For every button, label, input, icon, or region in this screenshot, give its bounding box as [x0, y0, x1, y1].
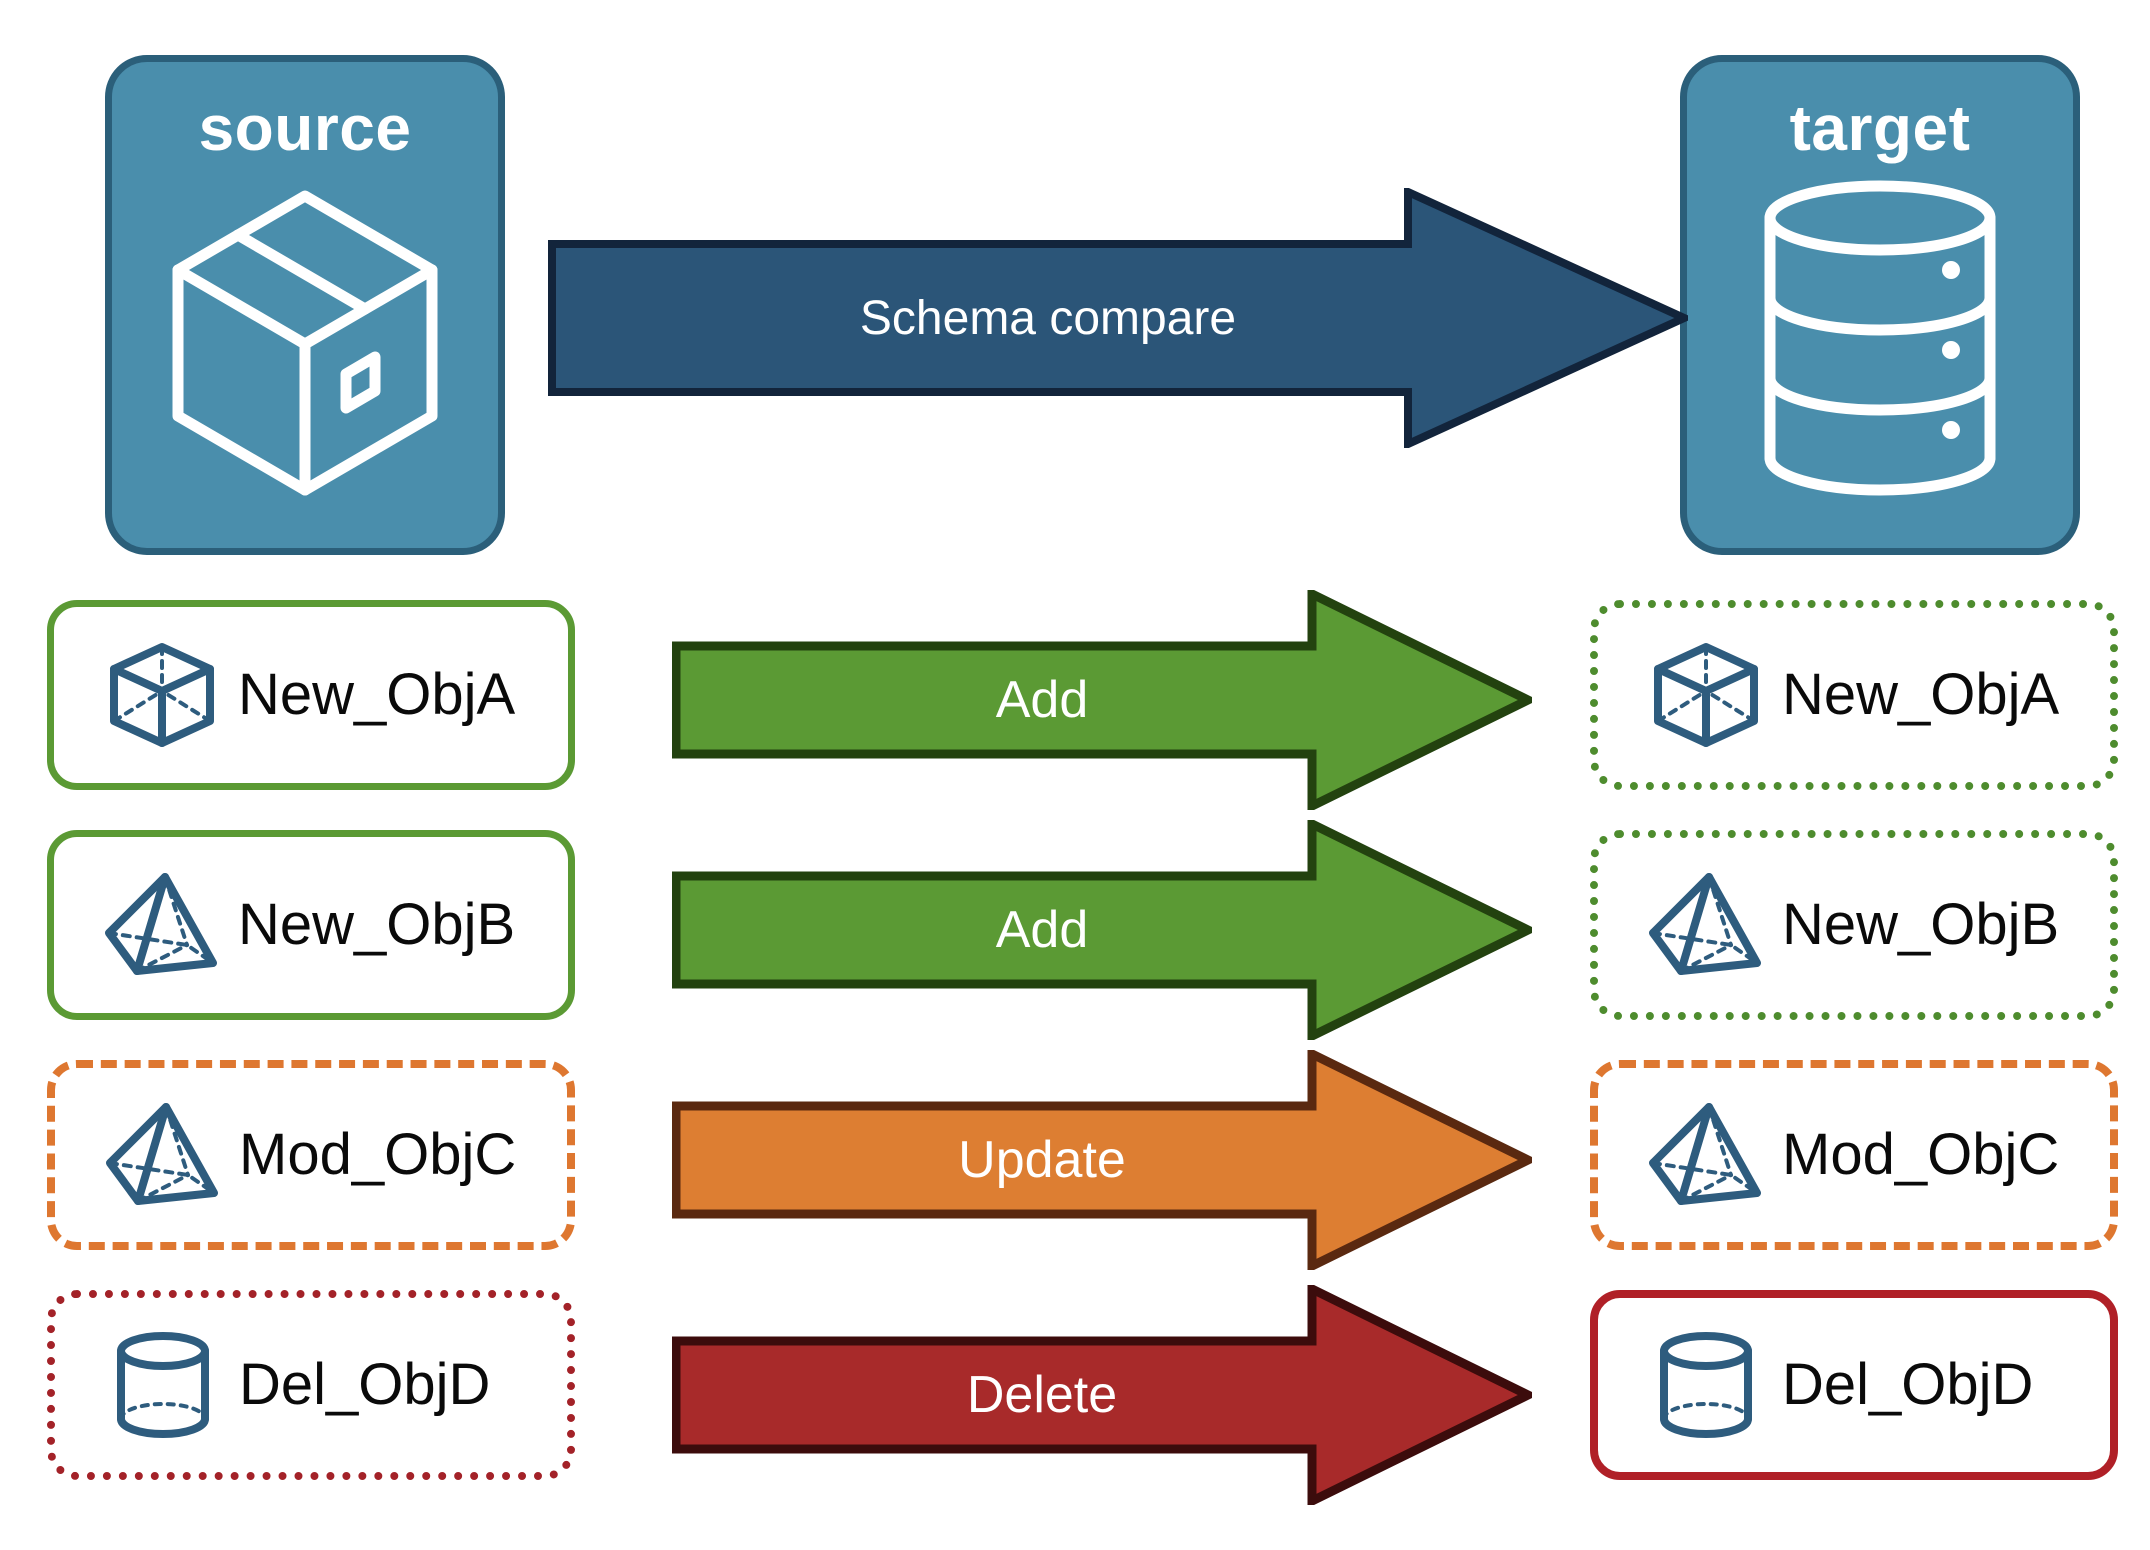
compare-row: Del_ObjD Delete Del_ObjD	[0, 1281, 2150, 1509]
target-object-box[interactable]: Del_ObjD	[1590, 1290, 2118, 1480]
target-object-label: Mod_ObjC	[1782, 1122, 2060, 1187]
target-object-label: New_ObjB	[1782, 892, 2060, 957]
wireframe-pyramid-icon	[1646, 1100, 1766, 1210]
action-arrow-add: Add	[671, 586, 1539, 814]
action-arrow-update: Update	[671, 1046, 1539, 1274]
endpoint-panel-target: target	[1680, 55, 2080, 555]
schema-compare-arrow: Schema compare	[548, 185, 1694, 451]
wireframe-cylinder-icon	[1646, 1330, 1766, 1440]
wireframe-cylinder-icon	[103, 1330, 223, 1440]
endpoint-title-target: target	[1789, 92, 1971, 164]
source-object-box[interactable]: Mod_ObjC	[47, 1060, 575, 1250]
target-object-box[interactable]: Mod_ObjC	[1590, 1060, 2118, 1250]
wireframe-pyramid-icon	[102, 870, 222, 980]
source-object-label: New_ObjB	[238, 892, 516, 957]
wireframe-pyramid-icon	[103, 1100, 223, 1210]
target-object-label: Del_ObjD	[1782, 1352, 2034, 1417]
action-arrow-delete: Delete	[671, 1281, 1539, 1509]
wireframe-cube-icon	[102, 640, 222, 750]
source-object-box[interactable]: New_ObjA	[47, 600, 575, 790]
action-arrow-add: Add	[671, 816, 1539, 1044]
package-box-icon	[155, 178, 455, 498]
compare-row: New_ObjA Add New_	[0, 586, 2150, 814]
endpoint-title-source: source	[198, 92, 412, 164]
target-object-box[interactable]: New_ObjA	[1590, 600, 2118, 790]
source-object-label: Del_ObjD	[239, 1352, 491, 1417]
source-object-box[interactable]: Del_ObjD	[47, 1290, 575, 1480]
wireframe-cube-icon	[1646, 640, 1766, 750]
compare-row: Mod_ObjC Update Mod_ObjC	[0, 1046, 2150, 1274]
endpoint-panel-source: source	[105, 55, 505, 555]
target-object-box[interactable]: New_ObjB	[1590, 830, 2118, 1020]
compare-row: New_ObjB Add New_ObjB	[0, 816, 2150, 1044]
source-object-label: New_ObjA	[238, 662, 516, 727]
wireframe-pyramid-icon	[1646, 870, 1766, 980]
source-object-label: Mod_ObjC	[239, 1122, 517, 1187]
source-object-box[interactable]: New_ObjB	[47, 830, 575, 1020]
database-cylinder-icon	[1730, 178, 2030, 498]
target-object-label: New_ObjA	[1782, 662, 2060, 727]
